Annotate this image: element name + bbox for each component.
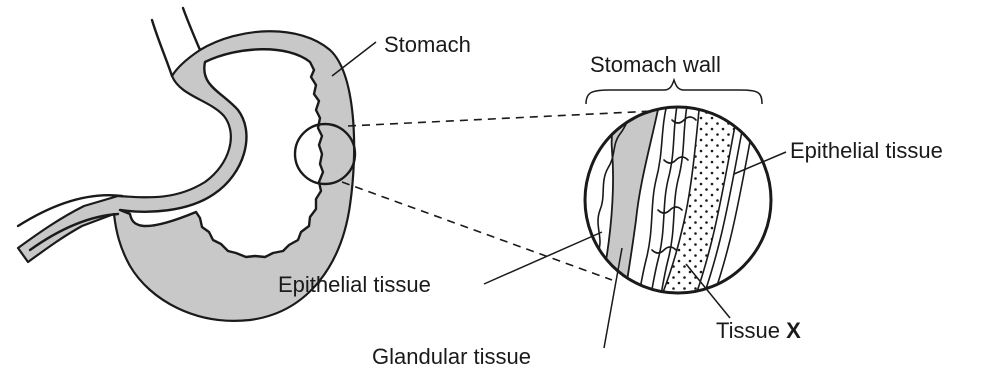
zoom-connector-top [348,111,654,126]
label-stomach: Stomach [384,32,471,57]
magnified-wall [585,100,771,300]
stomach-lumen-edge [120,49,323,257]
stomach-wall-brace [586,80,762,104]
label-epithelial-left: Epithelial tissue [278,272,431,297]
label-stomach-wall: Stomach wall [590,52,721,77]
label-tissue-x: Tissue X [716,318,801,343]
label-glandular: Glandular tissue [372,344,531,369]
glandular-layer [598,100,660,300]
label-tissue-x-letter: X [786,318,801,343]
label-tissue-x-prefix: Tissue [716,318,786,343]
zoom-connector-bottom [342,182,612,280]
esophagus-left-edge [152,20,172,76]
label-epithelial-right: Epithelial tissue [790,138,943,163]
esophagus-right-edge [183,8,200,50]
